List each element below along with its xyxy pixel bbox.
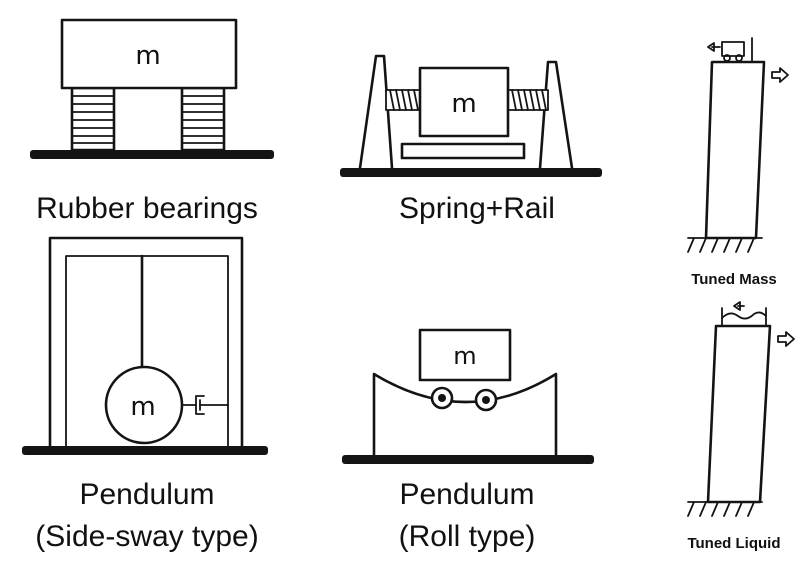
tuned-mass-arrow-right-icon — [771, 67, 789, 83]
pendulum-side-sway-mass-label: m — [130, 392, 155, 422]
spring-right — [507, 89, 549, 111]
rubber-bearings-mass-label: m — [135, 41, 160, 71]
pendulum-side-sway-ground — [22, 446, 268, 455]
spring-rail-mass-block — [418, 66, 510, 138]
tuned-mass-arrow-left-icon — [707, 42, 721, 52]
pendulum-roll-sketch: m — [342, 328, 594, 464]
tuned-liquid-wave — [721, 311, 767, 320]
tuned-mass-building — [704, 60, 766, 240]
spring-rail-left-post — [358, 54, 394, 170]
spring-rail-sketch: m — [340, 54, 602, 177]
spring-rail-rail — [400, 142, 526, 160]
caption-pendulum-side-sway-line1: Pendulum — [79, 478, 215, 511]
rubber-bearing-left — [70, 86, 116, 152]
rubber-bearings-mass-block — [60, 18, 238, 90]
pendulum-side-sway-sketch: m — [22, 236, 268, 455]
tuned-mass-roof-mass — [721, 41, 745, 57]
rubber-bearings-sketch: m — [30, 18, 274, 159]
rubber-bearing-right — [180, 86, 226, 152]
caption-tuned-mass: Tuned Mass — [691, 271, 777, 288]
roll-wheel-right — [474, 388, 498, 412]
pendulum-frame-inner — [65, 255, 229, 447]
tuned-mass-sketch — [687, 37, 789, 253]
roll-mass-block — [418, 328, 512, 382]
pendulum-dashpot — [181, 395, 229, 415]
spring-rail-right-post — [538, 60, 574, 170]
tuned-liquid-arrow-right-icon — [777, 331, 795, 347]
tuned-liquid-arrow-left-icon — [733, 301, 745, 311]
rubber-bearings-ground — [30, 150, 274, 159]
tuned-liquid-tank — [721, 307, 767, 327]
tuned-liquid-sketch — [687, 301, 795, 517]
roll-wheel-left — [430, 386, 454, 410]
caption-pendulum-side-sway-line2: (Side-sway type) — [35, 520, 259, 553]
caption-tuned-liquid: Tuned Liquid — [687, 535, 781, 552]
pendulum-roll-mass-label: m — [453, 342, 476, 370]
caption-spring-rail: Spring+Rail — [399, 192, 555, 225]
tuned-liquid-ground-hatch — [687, 501, 755, 517]
roll-curved-base — [372, 372, 558, 457]
caption-rubber-bearings: Rubber bearings — [36, 192, 258, 225]
pendulum-frame-outer — [48, 236, 244, 448]
caption-pendulum-roll-line1: Pendulum — [399, 478, 535, 511]
caption-pendulum-roll-line2: (Roll type) — [398, 520, 536, 553]
spring-left — [385, 89, 421, 111]
spring-rail-mass-label: m — [451, 89, 476, 119]
pendulum-roll-ground — [342, 455, 594, 464]
spring-rail-ground — [340, 168, 602, 177]
tuned-mass-ground-hatch — [687, 237, 755, 253]
tuned-liquid-building — [706, 324, 772, 504]
